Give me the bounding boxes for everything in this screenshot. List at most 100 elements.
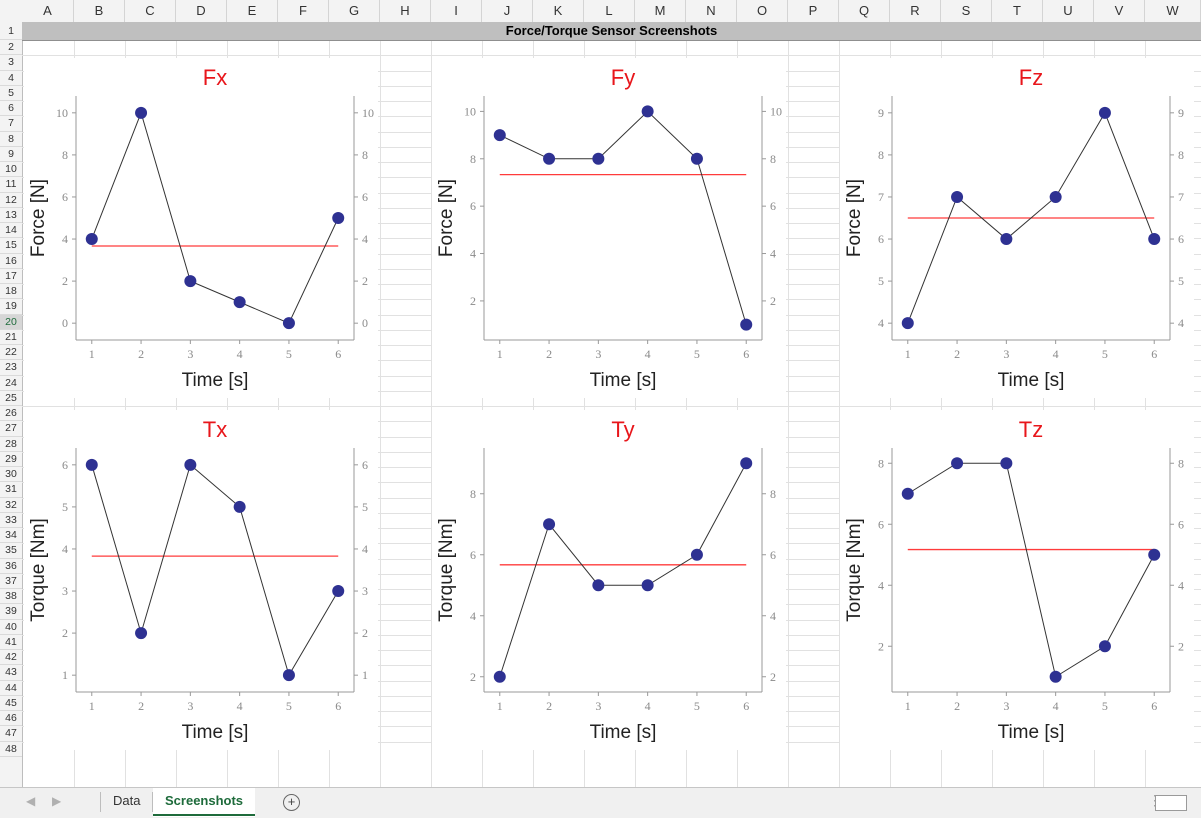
row-header[interactable]: 41 <box>0 635 22 650</box>
column-header[interactable]: C <box>125 0 176 22</box>
row-header[interactable]: 13 <box>0 208 22 223</box>
column-header[interactable]: L <box>584 0 635 22</box>
row-header[interactable]: 16 <box>0 254 22 269</box>
row-header[interactable]: 28 <box>0 437 22 452</box>
sheet-banner-title[interactable]: Force/Torque Sensor Screenshots <box>22 22 1201 41</box>
row-header[interactable]: 3 <box>0 55 22 71</box>
row-header[interactable]: 40 <box>0 620 22 635</box>
row-header[interactable]: 1 <box>0 22 22 40</box>
row-header[interactable]: 32 <box>0 498 22 513</box>
column-header[interactable]: N <box>686 0 737 22</box>
row-header[interactable]: 14 <box>0 223 22 239</box>
data-point <box>592 152 605 165</box>
row-header[interactable]: 10 <box>0 162 22 178</box>
row-header[interactable]: 47 <box>0 726 22 742</box>
row-header[interactable]: 45 <box>0 696 22 711</box>
row-header[interactable]: 36 <box>0 559 22 574</box>
data-point <box>85 458 98 471</box>
row-header[interactable]: 15 <box>0 238 22 254</box>
data-point <box>1148 233 1161 246</box>
row-header[interactable]: 39 <box>0 604 22 620</box>
row-header[interactable]: 46 <box>0 711 22 727</box>
row-header[interactable]: 34 <box>0 528 22 544</box>
horizontal-scrollbar[interactable] <box>1155 795 1187 811</box>
column-header[interactable]: V <box>1094 0 1145 22</box>
column-header[interactable]: G <box>329 0 380 22</box>
row-header[interactable]: 31 <box>0 482 22 498</box>
column-header[interactable]: W <box>1145 0 1201 22</box>
column-header[interactable]: P <box>788 0 839 22</box>
column-header[interactable]: F <box>278 0 329 22</box>
row-header[interactable]: 18 <box>0 284 22 300</box>
row-header[interactable]: 43 <box>0 665 22 681</box>
row-header[interactable]: 42 <box>0 650 22 666</box>
row-header[interactable]: 21 <box>0 330 22 345</box>
column-header[interactable]: T <box>992 0 1043 22</box>
column-header[interactable]: Q <box>839 0 890 22</box>
row-header[interactable]: 48 <box>0 742 22 757</box>
y-tick-label: 8 <box>62 148 68 162</box>
row-header[interactable]: 38 <box>0 589 22 605</box>
column-header[interactable]: B <box>74 0 125 22</box>
y-tick-label-right: 3 <box>362 584 368 598</box>
row-header[interactable]: 7 <box>0 116 22 132</box>
row-header[interactable]: 8 <box>0 132 22 147</box>
y-tick-label-right: 2 <box>362 626 368 640</box>
row-header[interactable]: 17 <box>0 269 22 284</box>
column-header[interactable]: I <box>431 0 482 22</box>
tab-screenshots[interactable]: Screenshots <box>153 788 256 816</box>
y-tick-label: 6 <box>62 190 68 204</box>
next-sheet-icon[interactable]: ▶ <box>52 794 62 808</box>
row-header[interactable]: 23 <box>0 360 22 376</box>
data-point <box>493 670 506 683</box>
row-header[interactable]: 6 <box>0 101 22 117</box>
x-tick-label: 4 <box>645 699 651 713</box>
column-header[interactable]: M <box>635 0 686 22</box>
row-header[interactable]: 4 <box>0 71 22 86</box>
row-header[interactable]: 5 <box>0 86 22 101</box>
column-header[interactable]: O <box>737 0 788 22</box>
add-sheet-icon[interactable]: + <box>283 794 300 811</box>
column-header[interactable]: J <box>482 0 533 22</box>
row-header[interactable]: 44 <box>0 681 22 696</box>
column-header[interactable]: H <box>380 0 431 22</box>
y-tick-label-right: 4 <box>770 609 776 623</box>
column-header[interactable]: R <box>890 0 941 22</box>
column-header[interactable]: D <box>176 0 227 22</box>
y-tick-label: 6 <box>878 517 884 531</box>
column-header[interactable]: E <box>227 0 278 22</box>
row-header[interactable]: 25 <box>0 391 22 406</box>
column-header[interactable]: K <box>533 0 584 22</box>
row-header[interactable]: 22 <box>0 345 22 361</box>
row-header[interactable]: 2 <box>0 40 22 56</box>
row-header[interactable]: 27 <box>0 421 22 437</box>
column-header[interactable]: A <box>22 0 74 22</box>
y-tick-label: 2 <box>470 670 476 684</box>
tab-data[interactable]: Data <box>113 793 141 808</box>
row-header[interactable]: 33 <box>0 513 22 528</box>
row-header[interactable]: 9 <box>0 147 22 162</box>
row-header[interactable]: 24 <box>0 376 22 391</box>
series-line <box>499 110 747 325</box>
column-header[interactable]: U <box>1043 0 1094 22</box>
row-header[interactable]: 19 <box>0 299 22 315</box>
row-header[interactable]: 30 <box>0 467 22 483</box>
row-header[interactable]: 35 <box>0 543 22 559</box>
row-header[interactable]: 20 <box>0 314 22 330</box>
data-point <box>1049 190 1062 203</box>
row-header[interactable]: 12 <box>0 193 22 208</box>
row-header[interactable]: 29 <box>0 452 22 467</box>
row-header[interactable]: 26 <box>0 406 22 422</box>
x-tick-label: 3 <box>595 699 601 713</box>
row-header[interactable]: 37 <box>0 574 22 589</box>
prev-sheet-icon[interactable]: ◀ <box>26 794 36 808</box>
row-header[interactable]: 11 <box>0 177 22 193</box>
column-header[interactable]: S <box>941 0 992 22</box>
